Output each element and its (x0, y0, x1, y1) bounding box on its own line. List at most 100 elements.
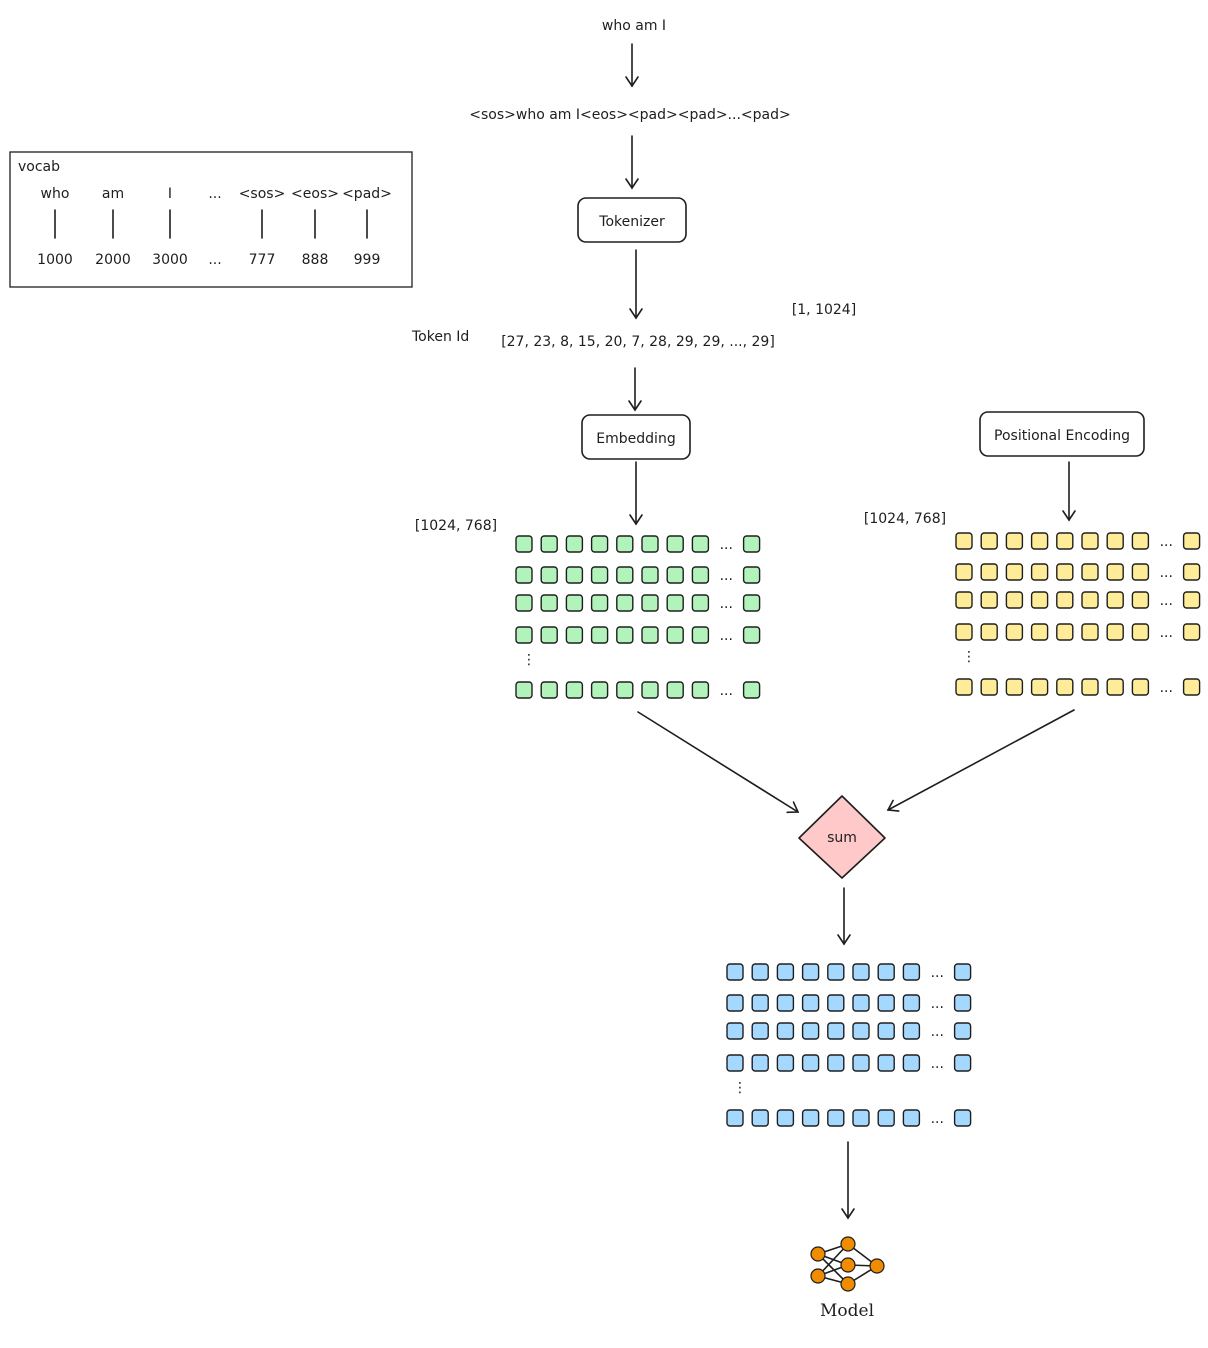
matrix-cell (666, 566, 684, 584)
matrix-cell (1106, 623, 1124, 641)
matrix-cell (877, 1109, 895, 1127)
vocab-token: <pad> (342, 186, 392, 202)
embedding-box (581, 414, 691, 460)
matrix-cell-last (742, 535, 761, 553)
matrix-cell (751, 994, 769, 1012)
vocab-id: 888 (302, 252, 329, 268)
matrix-cell (1030, 591, 1049, 609)
matrix-cell (515, 594, 533, 612)
matrix-cell (691, 681, 710, 699)
matrix-cell (1131, 563, 1150, 581)
vocab-token: <sos> (239, 186, 286, 202)
matrix-cell (641, 626, 659, 644)
matrix-cell (1005, 563, 1024, 581)
matrix-cell (726, 963, 744, 981)
matrix-cell (616, 594, 634, 612)
matrix-cell (751, 1022, 769, 1040)
matrix-cell (827, 1054, 845, 1072)
matrix-cell (691, 566, 710, 584)
positional-encoding-node[interactable]: Positional Encoding (979, 411, 1145, 457)
matrix-cell (616, 626, 634, 644)
matrix-cell (776, 1054, 795, 1072)
matrix-cell (726, 1109, 744, 1127)
matrix-cell (980, 623, 998, 641)
token-ids: [27, 23, 8, 15, 20, 7, 28, 29, 29, ..., … (501, 334, 775, 350)
matrix-cell (515, 626, 533, 644)
matrix-cell (980, 591, 998, 609)
matrix-cell (801, 1109, 820, 1127)
matrix-cell-last (1182, 623, 1201, 641)
matrix-cell (955, 563, 973, 581)
shape-embedding: [1024, 768] (415, 518, 497, 534)
matrix-cell (1005, 623, 1024, 641)
matrix-cell (641, 566, 659, 584)
matrix-cell (751, 963, 769, 981)
matrix-cell-last (1182, 678, 1201, 696)
embedding-label: Embedding (596, 431, 675, 447)
matrix-cell (801, 963, 820, 981)
row-ellipsis: ... (720, 568, 733, 584)
token-id-label: Token Id (411, 329, 469, 345)
model-label: Model (820, 1301, 874, 1321)
vocab-id: 1000 (37, 252, 73, 268)
matrix-cell (1081, 591, 1099, 609)
matrix-cell (540, 566, 558, 584)
matrix-cell (726, 1054, 744, 1072)
matrix-cell (877, 963, 895, 981)
matrix-cell (776, 994, 795, 1012)
vocab-token: I (168, 186, 172, 202)
vocab-columns: who1000am2000I3000......<sos>777<eos>888… (37, 186, 392, 268)
matrix-cell (565, 626, 584, 644)
row-ellipsis: ... (1160, 565, 1173, 581)
matrix-cell (1056, 563, 1074, 581)
vocab-token: <eos> (291, 186, 339, 202)
matrix-cell (980, 563, 998, 581)
vocab-token: ... (208, 186, 221, 202)
matrix-cell (726, 1022, 744, 1040)
row-ellipsis: ... (931, 1111, 944, 1127)
tokenizer-node[interactable]: Tokenizer (577, 197, 687, 243)
matrix-cell (565, 681, 584, 699)
matrix-cell (877, 994, 895, 1012)
row-ellipsis: ... (1160, 534, 1173, 550)
vocab-id: 3000 (152, 252, 188, 268)
matrix-cell-last (953, 1054, 972, 1072)
matrix-cell (515, 535, 533, 553)
vocab-box (9, 151, 413, 288)
matrix-cell (852, 1022, 870, 1040)
vocab-id: 999 (354, 252, 381, 268)
matrix-cell (1030, 563, 1049, 581)
sum-diamond (798, 795, 886, 879)
matrix-cell (565, 594, 584, 612)
matrix-cell (902, 994, 921, 1012)
matrix-cell (776, 1109, 795, 1127)
matrix-cell (955, 591, 973, 609)
matrix-cell (1106, 532, 1124, 550)
column-vdots: ⋮ (962, 649, 976, 665)
matrix-cell (877, 1022, 895, 1040)
matrix-cell-last (953, 1022, 972, 1040)
matrix-cell-last (742, 594, 761, 612)
shape-token-ids: [1, 1024] (792, 302, 856, 318)
vocab-token: who (41, 186, 70, 202)
matrix-cell (1030, 678, 1049, 696)
arrow-embedding-to-sum (637, 711, 800, 814)
sum-matrix: ...............⋮ (726, 963, 972, 1127)
row-ellipsis: ... (720, 596, 733, 612)
embedding-node[interactable]: Embedding (581, 414, 691, 460)
matrix-cell-last (1182, 532, 1201, 550)
matrix-cell (776, 963, 795, 981)
matrix-cell-last (1182, 563, 1201, 581)
row-ellipsis: ... (931, 965, 944, 981)
vocab-id: ... (208, 252, 221, 268)
matrix-cell (852, 994, 870, 1012)
matrix-cell (1056, 532, 1074, 550)
sum-node[interactable]: sum (798, 795, 886, 879)
matrix-cell (1005, 591, 1024, 609)
matrix-cell (902, 963, 921, 981)
matrix-cell (776, 1022, 795, 1040)
row-ellipsis: ... (1160, 593, 1173, 609)
matrix-cell (691, 594, 710, 612)
row-ellipsis: ... (1160, 625, 1173, 641)
matrix-cell-last (742, 681, 761, 699)
